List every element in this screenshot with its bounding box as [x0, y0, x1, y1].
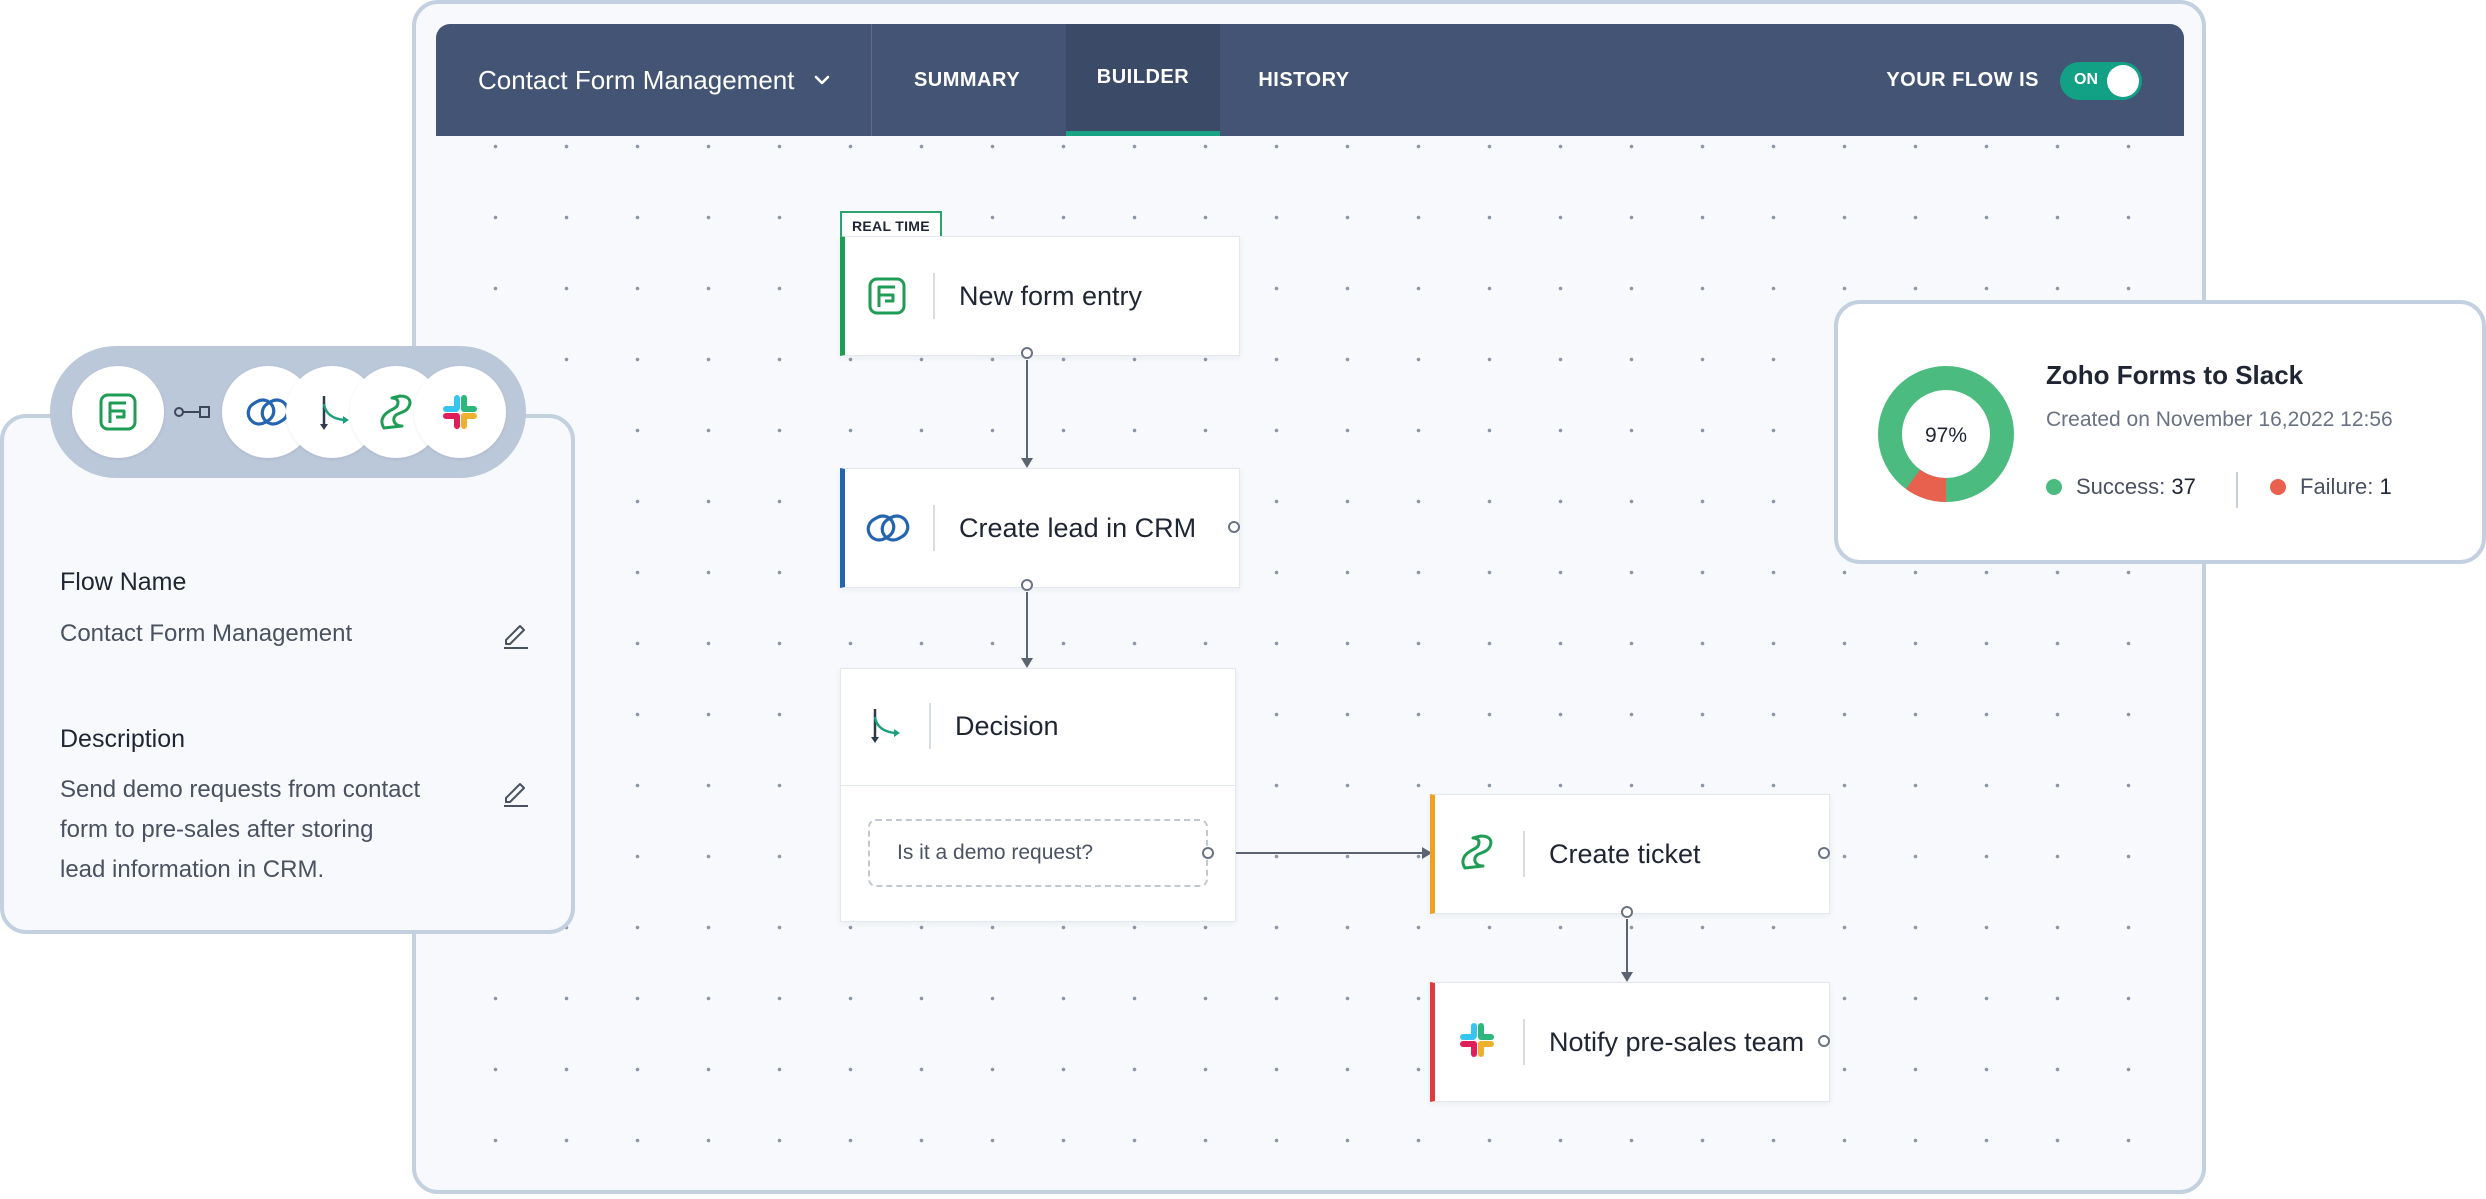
node-create-ticket[interactable]: Create ticket	[1430, 794, 1830, 914]
success-count: 37	[2171, 474, 2196, 499]
success-dot	[2046, 479, 2062, 495]
failure-label: Failure:	[2300, 474, 2380, 499]
description-line: form to pre-sales after storing	[60, 816, 374, 843]
tab-history[interactable]: HISTORY	[1220, 24, 1388, 136]
output-port[interactable]	[1021, 347, 1033, 359]
chevron-down-icon	[815, 75, 830, 85]
flow-name-value: Contact Form Management	[60, 620, 353, 647]
flow-selector-label: Contact Form Management	[478, 64, 795, 95]
stats-divider	[2236, 472, 2238, 508]
node-separator	[933, 273, 935, 319]
real-time-badge: REAL TIME	[840, 211, 942, 239]
flow-stats-card: 97% Zoho Forms to Slack Created on Novem…	[1834, 300, 2486, 564]
app-zoho-forms	[72, 366, 164, 458]
connected-apps-pill	[50, 346, 526, 478]
output-port[interactable]	[1021, 579, 1033, 591]
stats-created-date: Created on November 16,2022 12:56	[2046, 408, 2393, 431]
description-line: lead information in CRM.	[60, 856, 325, 883]
node-new-form-entry[interactable]: New form entry	[840, 236, 1240, 356]
success-rate-donut: 97%	[1878, 366, 2014, 502]
decision-divider	[841, 785, 1235, 786]
tab-history-label: HISTORY	[1258, 68, 1350, 91]
side-port[interactable]	[1818, 1035, 1830, 1047]
app-slack	[414, 366, 506, 458]
description-label: Description	[60, 725, 186, 753]
description-line: Send demo requests from contact	[60, 776, 421, 803]
top-navigation-bar: Contact Form Management SUMMARY BUILDER …	[436, 24, 2184, 136]
failure-count: 1	[2379, 474, 2392, 499]
stats-title: Zoho Forms to Slack	[2046, 360, 2304, 390]
node-separator	[933, 505, 935, 551]
link-connector-icon	[174, 406, 210, 418]
decision-icon	[871, 709, 900, 743]
zoho-desk-icon	[1461, 834, 1493, 870]
builder-canvas[interactable]	[436, 136, 2184, 1176]
decision-icon	[320, 396, 349, 430]
success-label: Success:	[2076, 474, 2172, 499]
failure-stat: Failure: 1	[2270, 474, 2392, 500]
donut-failure-arc	[1878, 366, 2014, 502]
decision-condition[interactable]: Is it a demo request?	[868, 819, 1208, 887]
condition-port[interactable]	[1202, 847, 1214, 859]
flow-selector-dropdown[interactable]: Contact Form Management	[436, 24, 872, 136]
failure-dot	[2270, 479, 2286, 495]
toggle-knob	[2107, 65, 2139, 97]
node-separator	[1523, 831, 1525, 877]
tab-builder-label: BUILDER	[1096, 66, 1190, 88]
tab-summary[interactable]: SUMMARY	[872, 24, 1062, 136]
output-port[interactable]	[1621, 906, 1633, 918]
zoho-forms-icon	[868, 277, 906, 315]
edit-pencil-icon[interactable]	[500, 776, 532, 808]
description-value: Send demo requests from contact form to …	[60, 770, 420, 890]
flow-detail-card: Flow Name Contact Form Management Descri…	[0, 414, 575, 934]
zoho-crm-icon	[246, 398, 290, 426]
flow-status-label: YOUR FLOW IS	[1886, 68, 2039, 91]
edit-pencil-icon[interactable]	[500, 618, 532, 650]
side-port[interactable]	[1228, 521, 1240, 533]
decision-condition-text: Is it a demo request?	[897, 841, 1094, 864]
node-label: Notify pre-sales team	[1549, 1027, 1805, 1057]
flow-on-toggle[interactable]: ON	[2060, 62, 2142, 100]
node-label: Create lead in CRM	[959, 513, 1197, 543]
side-port[interactable]	[1818, 847, 1830, 859]
node-separator	[929, 703, 931, 749]
node-create-lead-in-crm[interactable]: Create lead in CRM	[840, 468, 1240, 588]
slack-icon	[1460, 1023, 1494, 1057]
toggle-label: ON	[2074, 71, 2098, 88]
success-rate-label: 97%	[1925, 424, 1967, 447]
flow-name-label: Flow Name	[60, 568, 187, 596]
zoho-forms-icon	[99, 393, 137, 431]
tab-builder[interactable]: BUILDER	[1066, 24, 1220, 136]
node-notify-pre-sales-team[interactable]: Notify pre-sales team	[1430, 982, 1830, 1102]
zoho-crm-icon	[866, 514, 910, 542]
flow-builder-window: Contact Form Management SUMMARY BUILDER …	[412, 0, 2206, 1194]
node-separator	[1523, 1019, 1525, 1065]
zoho-desk-icon	[380, 394, 412, 430]
success-stat: Success: 37	[2046, 474, 2196, 500]
node-label: New form entry	[959, 281, 1143, 311]
node-label: Create ticket	[1549, 839, 1701, 869]
tab-summary-label: SUMMARY	[913, 68, 1021, 91]
slack-icon	[443, 395, 477, 429]
node-label: Decision	[955, 711, 1059, 741]
